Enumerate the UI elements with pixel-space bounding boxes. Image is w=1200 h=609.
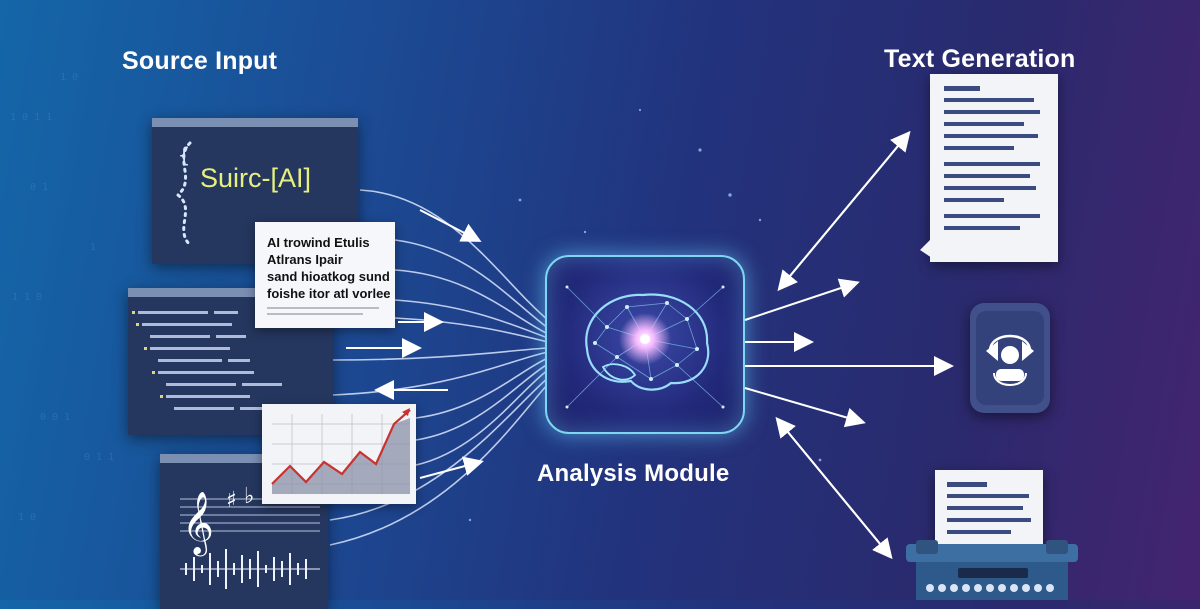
document-icon	[944, 86, 1040, 230]
svg-text:0 1 1: 0 1 1	[84, 452, 114, 463]
svg-text:♯: ♯	[226, 488, 237, 513]
text-source-card: AI trowind Etulis Atlrans Ipair sand hio…	[255, 222, 395, 328]
text-card-line: foishe itor atl vorlee	[267, 286, 391, 301]
svg-text:0 1: 0 1	[30, 182, 48, 193]
chart-source-card	[262, 404, 416, 504]
brain-network-icon	[565, 285, 725, 409]
text-card-line: Atlrans Ipair	[267, 252, 343, 267]
user-avatar-icon	[986, 334, 1034, 386]
device-screen	[976, 311, 1044, 405]
text-generation-heading: Text Generation	[884, 44, 1076, 73]
typewriter-icon	[906, 540, 1078, 600]
output-device	[970, 303, 1050, 413]
svg-text:1 1 0: 1 1 0	[12, 292, 42, 303]
svg-text:0 0 1: 0 0 1	[40, 412, 70, 423]
source-input-heading: Source Input	[122, 46, 278, 75]
analysis-module-label: Analysis Module	[537, 460, 730, 487]
text-card-line: sand hioatkog sund	[267, 269, 390, 284]
svg-text:1 0: 1 0	[60, 72, 78, 83]
text-card-line: AI trowind Etulis	[267, 235, 370, 250]
generated-document-card	[930, 74, 1058, 262]
code-lines-graphic	[132, 311, 282, 410]
svg-text:1 0: 1 0	[18, 512, 36, 523]
treble-clef-icon: 𝄞	[182, 491, 214, 557]
code-snippet-label: Suirc-[AI]	[200, 163, 312, 193]
svg-text:♭: ♭	[244, 484, 254, 509]
svg-text:1: 1	[90, 242, 96, 253]
trend-chart-graphic	[271, 408, 411, 494]
analysis-module-box	[545, 255, 745, 434]
svg-text:1 0 1 1: 1 0 1 1	[10, 112, 52, 123]
document-icon	[947, 482, 1031, 534]
typewriter	[906, 540, 1078, 600]
dotted-brace-icon	[175, 141, 192, 247]
